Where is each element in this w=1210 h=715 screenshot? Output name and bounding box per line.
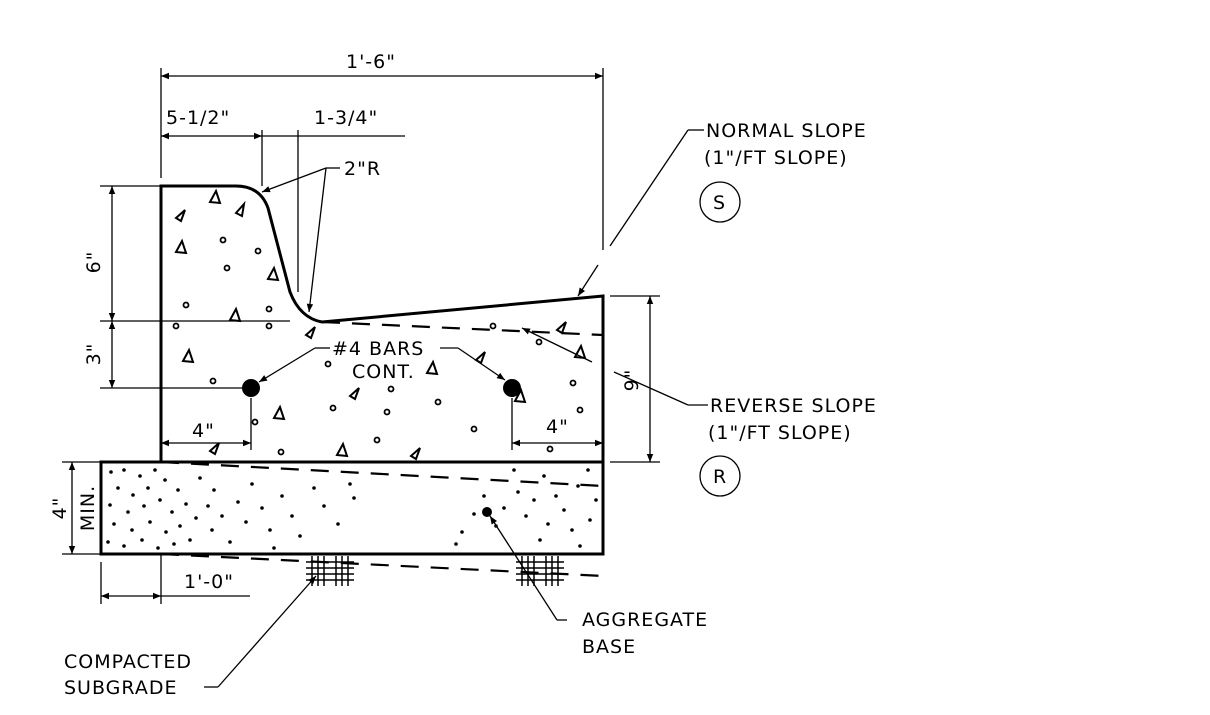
concrete-circles <box>172 236 584 456</box>
dim-bar-offset-left: 4" <box>192 420 215 442</box>
reverse-slope-label: REVERSE SLOPE <box>710 395 877 417</box>
curb-outline <box>159 184 605 464</box>
dim-base-min: MIN. <box>77 485 99 531</box>
dim-overall-width: 1'-6" <box>346 51 396 73</box>
reverse-slope-base-line <box>160 460 604 488</box>
dim-base-extension: 1'-0" <box>184 571 234 593</box>
normal-slope-symbol-circle <box>699 181 741 223</box>
aggregate-label-line1: AGGREGATE <box>582 609 708 631</box>
dim-curb-height: 9" <box>621 369 643 392</box>
reverse-slope-symbol: R <box>713 466 727 488</box>
aggregate-label-line2: BASE <box>582 636 636 658</box>
reverse-slope-subgrade-line <box>160 552 604 578</box>
subgrade-label-line2: SUBGRADE <box>64 677 177 699</box>
aggregate-marker-dot <box>482 507 492 517</box>
rebar-left <box>242 379 260 397</box>
aggregate-base-slab <box>99 460 605 556</box>
dim-height-upper: 6" <box>83 251 105 274</box>
reverse-slope-top-line <box>321 320 604 337</box>
rebar-right <box>503 379 521 397</box>
concrete-triangles <box>174 188 587 461</box>
dim-top-right: 1-3/4" <box>314 107 378 129</box>
subgrade-label-line1: COMPACTED <box>64 651 192 673</box>
aggregate-dots <box>106 468 598 550</box>
reverse-slope-rate: (1"/FT SLOPE) <box>708 422 852 444</box>
dim-bar-offset-right: 4" <box>546 416 569 438</box>
normal-slope-symbol: S <box>713 192 726 214</box>
dim-base-thickness: 4" <box>49 497 71 520</box>
dim-height-lower: 3" <box>83 343 105 366</box>
subgrade-hatch-left <box>306 556 354 586</box>
normal-slope-label: NORMAL SLOPE <box>706 120 867 142</box>
leader-lines <box>204 129 708 688</box>
bars-label-line1: #4 BARS <box>332 338 424 360</box>
bars-label-line2: CONT. <box>352 361 415 383</box>
dimension-lines <box>62 68 660 604</box>
reverse-slope-symbol-circle <box>699 455 741 497</box>
dim-radius: 2"R <box>344 158 381 180</box>
dim-top-left: 5-1/2" <box>166 107 230 129</box>
normal-slope-rate: (1"/FT SLOPE) <box>704 147 848 169</box>
